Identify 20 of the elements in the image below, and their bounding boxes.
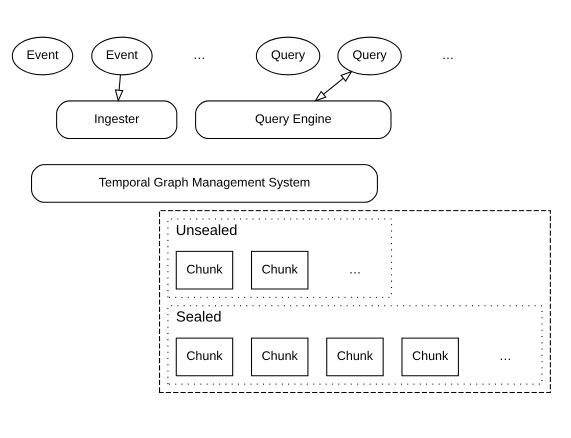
node-box: Chunk [176, 250, 234, 290]
node-ellipse: Event [91, 36, 153, 76]
node-box: Ingester [56, 100, 178, 140]
label: … [499, 349, 512, 364]
label: … [442, 48, 454, 62]
cluster [159, 210, 551, 393]
node-box: Chunk [176, 338, 234, 376]
node-box: Chunk [401, 338, 459, 376]
label: … [348, 262, 362, 276]
node-ellipse: Event [12, 36, 74, 76]
node-ellipse: Query [337, 36, 402, 76]
arrow [114, 74, 124, 102]
arrow [314, 70, 353, 102]
label: … [193, 48, 206, 62]
node-box: Chunk [250, 338, 308, 376]
node-ellipse: Query [256, 36, 320, 76]
node-box: Temporal Graph Management System [31, 164, 378, 203]
node-box: Chunk [326, 338, 384, 376]
node-box: Chunk [250, 250, 308, 290]
node-box: Query Engine [195, 100, 392, 140]
